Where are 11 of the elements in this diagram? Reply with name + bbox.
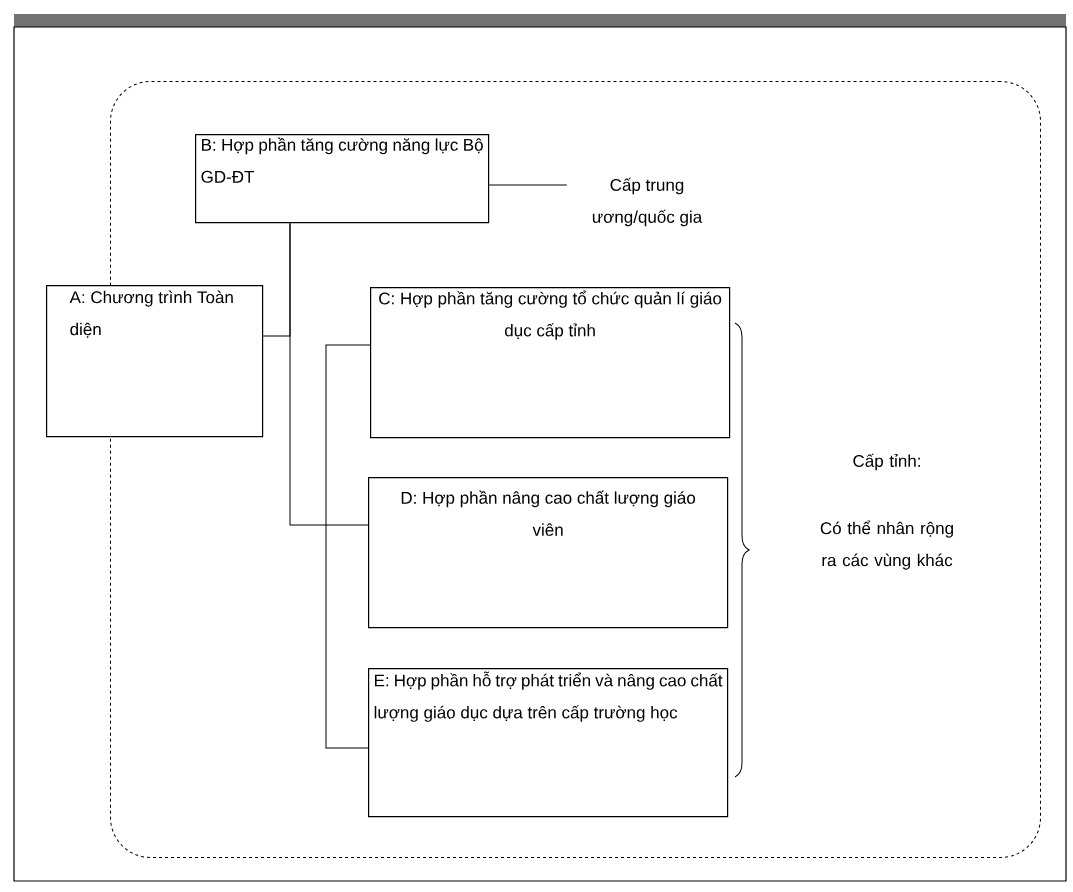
level-text: Cấp trung ương/quốc gia	[592, 177, 703, 227]
process-box: D: Hợp phần nâng cao chất lượng giáo viên	[368, 477, 729, 629]
process-box: A: Chương trình Toàn diện	[46, 285, 264, 438]
process-box: B: Hợp phần tăng cường năng lực Bộ GD-ĐT	[195, 134, 490, 224]
connector-line	[488, 184, 568, 186]
level-text: Có thể nhân rộng ra các vùng khác	[820, 520, 953, 570]
process-box: E: Hợp phần hỗ trợ phát triển và nâng cao chất lượng giáo dục dựa trên cấp trường học	[368, 668, 729, 818]
process-box: C: Hợp phần tăng cường tổ chức quản lí giáo dục cấp tỉnh	[370, 287, 731, 439]
level-text: Cấp tỉnh:	[853, 453, 920, 471]
connector-line	[289, 222, 369, 526]
connector-line	[325, 344, 371, 749]
